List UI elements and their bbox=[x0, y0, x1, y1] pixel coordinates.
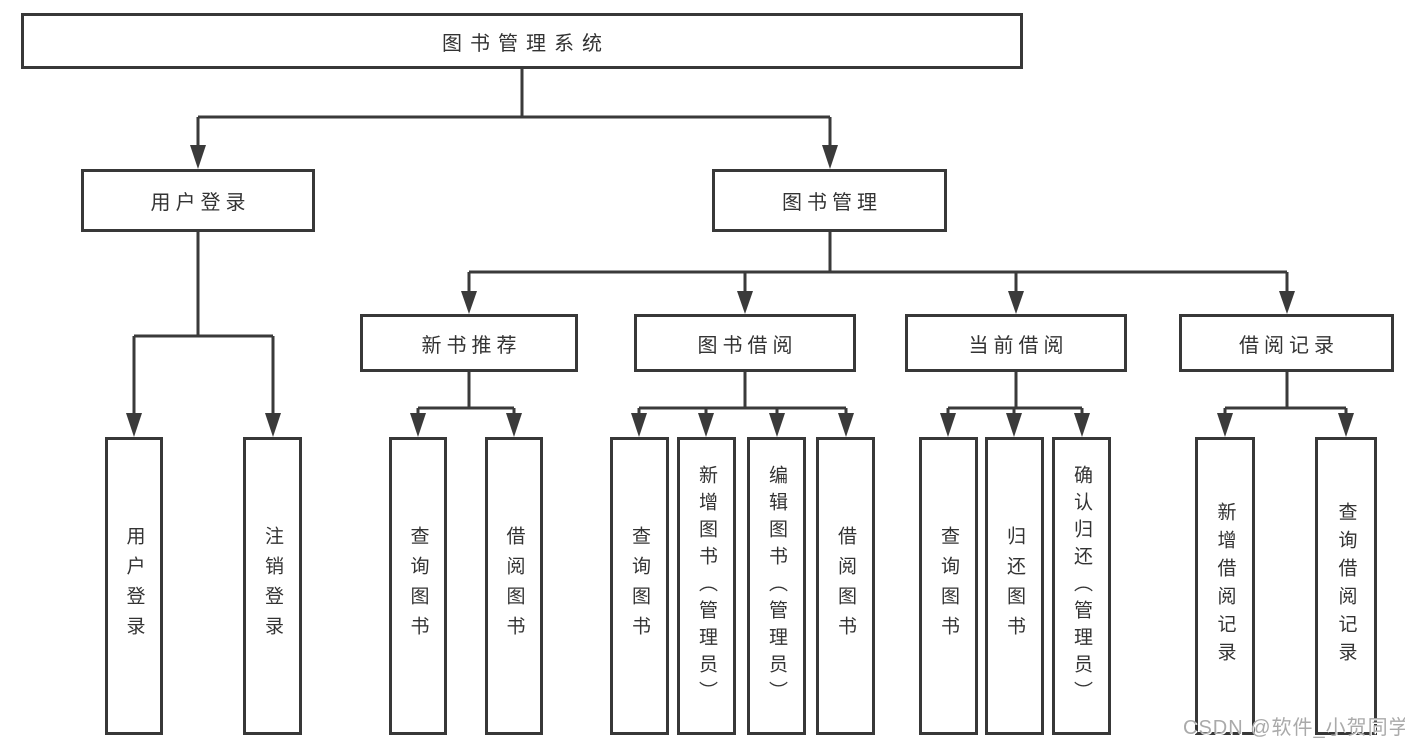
node-book-borrow: 图书借阅 bbox=[634, 314, 856, 372]
leaf-label: 借阅图书 bbox=[503, 526, 525, 646]
node-current-borrow: 当前借阅 bbox=[905, 314, 1127, 372]
leaf-add-borrow-record: 新增借阅记录 bbox=[1195, 437, 1255, 735]
node-user-login: 用户登录 bbox=[81, 169, 315, 232]
leaf-label: 编辑图书（管理员） bbox=[766, 464, 787, 708]
node-system-root: 图书管理系统 bbox=[21, 13, 1023, 69]
leaf-label: 新增图书（管理员） bbox=[696, 464, 717, 708]
leaf-label: 查询借阅记录 bbox=[1335, 502, 1357, 670]
leaf-edit-book-admin: 编辑图书（管理员） bbox=[747, 437, 806, 735]
leaf-borrow-book-recommend: 借阅图书 bbox=[485, 437, 543, 735]
leaf-label: 用户登录 bbox=[123, 526, 145, 646]
leaf-query-book-current: 查询图书 bbox=[919, 437, 978, 735]
leaf-logout: 注销登录 bbox=[243, 437, 302, 735]
arrowheads bbox=[126, 145, 1354, 437]
leaf-label: 查询图书 bbox=[629, 526, 650, 646]
node-new-book-recommend: 新书推荐 bbox=[360, 314, 578, 372]
leaf-label: 查询图书 bbox=[938, 526, 959, 646]
leaf-user-login: 用户登录 bbox=[105, 437, 163, 735]
leaf-query-book: 查询图书 bbox=[610, 437, 669, 735]
leaf-return-book: 归还图书 bbox=[985, 437, 1044, 735]
leaf-label: 归还图书 bbox=[1004, 526, 1025, 646]
leaf-label: 查询图书 bbox=[407, 526, 429, 646]
leaf-confirm-return-admin: 确认归还（管理员） bbox=[1052, 437, 1111, 735]
leaf-query-book-recommend: 查询图书 bbox=[389, 437, 447, 735]
leaf-add-book-admin: 新增图书（管理员） bbox=[677, 437, 736, 735]
node-book-management: 图书管理 bbox=[712, 169, 947, 232]
leaf-label: 借阅图书 bbox=[835, 526, 856, 646]
leaf-label: 注销登录 bbox=[262, 526, 283, 646]
node-borrow-record: 借阅记录 bbox=[1179, 314, 1394, 372]
leaf-query-borrow-record: 查询借阅记录 bbox=[1315, 437, 1377, 735]
csdn-watermark: CSDN @软件_小贺同学 bbox=[1183, 717, 1405, 739]
leaf-label: 确认归还（管理员） bbox=[1071, 464, 1092, 708]
leaf-label: 新增借阅记录 bbox=[1214, 502, 1236, 670]
leaf-borrow-book: 借阅图书 bbox=[816, 437, 875, 735]
